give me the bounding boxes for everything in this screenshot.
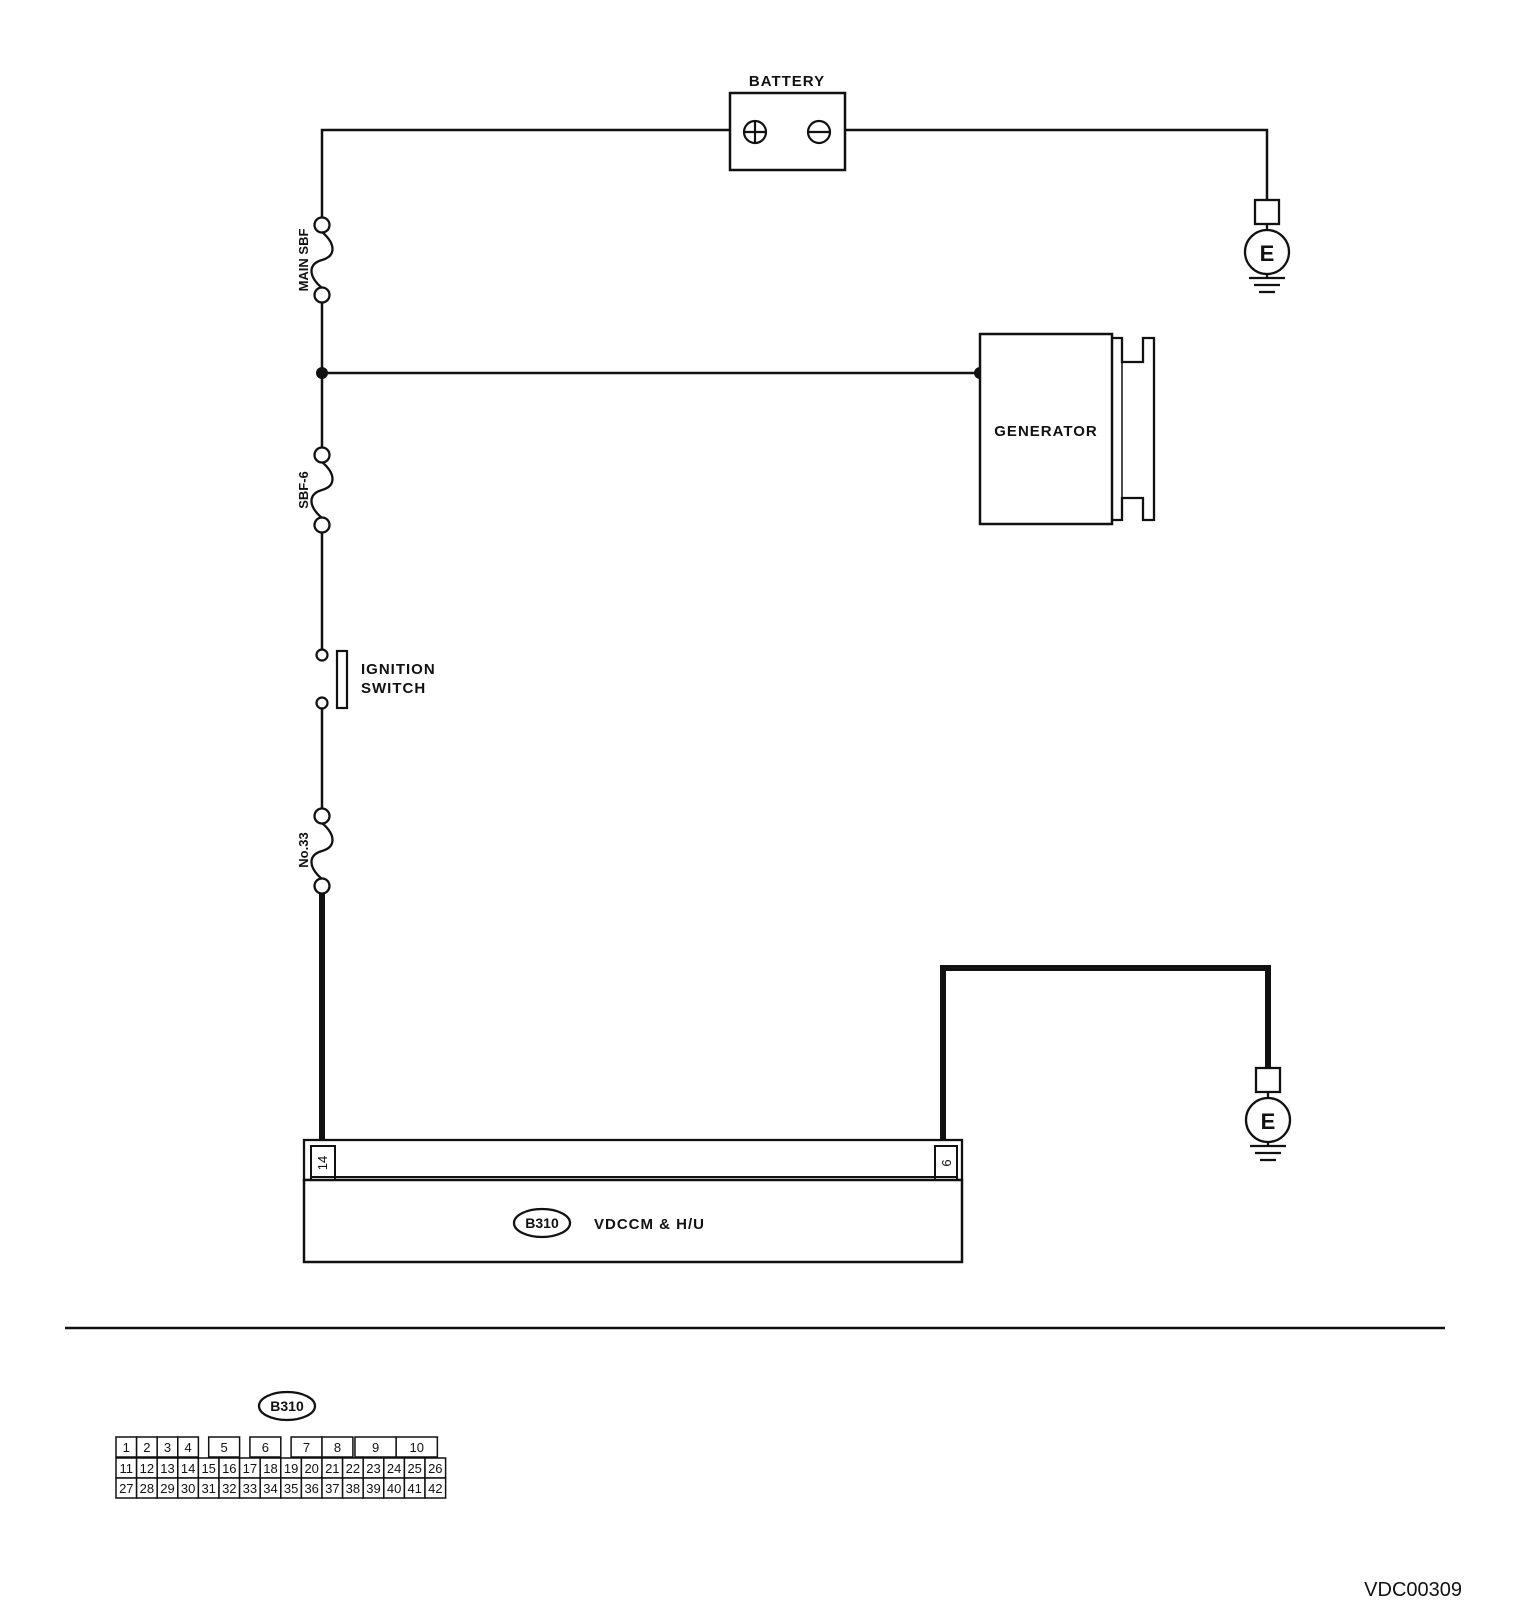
thick-wires	[319, 892, 1271, 1140]
pin-number: 39	[366, 1481, 380, 1496]
pin-number: 31	[201, 1481, 215, 1496]
pin-number: 12	[140, 1461, 154, 1476]
pin-number: 5	[221, 1440, 228, 1455]
wire-pin6-to-ground	[940, 965, 1271, 1140]
pin-number: 24	[387, 1461, 401, 1476]
pin-number: 23	[366, 1461, 380, 1476]
main-sbf-label: MAIN SBF	[296, 229, 311, 292]
generator-pulley-icon	[1112, 336, 1156, 522]
generator-label: GENERATOR	[994, 423, 1097, 440]
pin-number: 13	[160, 1461, 174, 1476]
pin-number: 33	[243, 1481, 257, 1496]
pin-number: 16	[222, 1461, 236, 1476]
pin-number: 40	[387, 1481, 401, 1496]
pin-number: 27	[119, 1481, 133, 1496]
pin-number: 4	[184, 1440, 191, 1455]
ground-top-label: E	[1260, 241, 1275, 266]
pin-number: 20	[304, 1461, 318, 1476]
module-name: VDCCM & H/U	[594, 1216, 705, 1233]
battery-plus-icon	[742, 119, 768, 145]
pin-number: 14	[181, 1461, 195, 1476]
pin-number: 3	[164, 1440, 171, 1455]
pin-number: 28	[140, 1481, 154, 1496]
pin-number: 29	[160, 1481, 174, 1496]
chart-connector-badge	[257, 1390, 317, 1422]
pin-number: 36	[304, 1481, 318, 1496]
pin-number: 41	[407, 1481, 421, 1496]
battery-minus-icon	[806, 119, 832, 145]
pin-number: 42	[428, 1481, 442, 1496]
module-connector-id: B310	[525, 1215, 559, 1231]
chart-connector-id: B310	[270, 1398, 304, 1414]
pin-cell	[321, 1436, 354, 1458]
pin-number: 11	[120, 1461, 134, 1476]
diagram-code: VDC00309	[1364, 1579, 1462, 1601]
pin-number: 8	[334, 1440, 341, 1455]
thin-wires	[320, 128, 1269, 812]
fuse-33-label: No.33	[296, 832, 311, 867]
wire-battery-negative	[845, 128, 1269, 200]
pin-6-label: 6	[939, 1159, 954, 1166]
pin-number: 1	[123, 1440, 130, 1455]
ground-top: E	[1243, 198, 1291, 294]
pin-number: 37	[325, 1481, 339, 1496]
pin-number: 30	[181, 1481, 195, 1496]
fuse-33: No.33	[296, 807, 334, 895]
battery: BATTERY	[728, 73, 847, 172]
pin-number: 38	[346, 1481, 360, 1496]
pin-cell	[395, 1436, 439, 1458]
module-connector-strip	[302, 1138, 964, 1182]
vdccm-module: 14 6 B310 VDCCM & H/U	[302, 1138, 964, 1264]
pin-number: 26	[428, 1461, 442, 1476]
pin-number: 25	[407, 1461, 421, 1476]
pin-number: 6	[262, 1440, 269, 1455]
pin-14-label: 14	[315, 1156, 330, 1170]
pin-number: 18	[263, 1461, 277, 1476]
module-connector-badge	[512, 1207, 572, 1239]
generator-body	[978, 332, 1114, 526]
pin-cell	[177, 1436, 200, 1458]
generator: GENERATOR	[978, 332, 1156, 526]
pin-number: 9	[372, 1440, 379, 1455]
pin-number: 21	[325, 1461, 339, 1476]
module-body	[302, 1178, 964, 1264]
ground-bottom: E	[1244, 1066, 1292, 1162]
pin-cell	[207, 1436, 241, 1458]
pin-cell	[424, 1477, 447, 1499]
pin-number: 34	[263, 1481, 277, 1496]
ignition-switch-lever	[335, 649, 349, 710]
pin-cell	[249, 1436, 282, 1458]
pin-number: 17	[243, 1461, 257, 1476]
pin-number: 10	[410, 1440, 424, 1455]
junction-dot	[316, 367, 328, 379]
ground-bottom-label: E	[1261, 1109, 1276, 1134]
ignition-switch-label-2: SWITCH	[361, 680, 426, 697]
pin-number: 15	[201, 1461, 215, 1476]
pin-number: 2	[143, 1440, 150, 1455]
pin-number: 35	[284, 1481, 298, 1496]
pin-number: 22	[346, 1461, 360, 1476]
sbf6-label: SBF-6	[296, 471, 311, 509]
ignition-switch-label-1: IGNITION	[361, 661, 436, 678]
main-sbf-fuse: MAIN SBF	[296, 216, 334, 304]
sbf6-fuse: SBF-6	[296, 446, 334, 534]
ignition-switch: IGNITION SWITCH	[315, 648, 436, 710]
pin-number: 19	[284, 1461, 298, 1476]
battery-label: BATTERY	[749, 73, 825, 90]
wire-battery-positive	[320, 128, 730, 218]
pin-14-box	[310, 1145, 336, 1181]
pin-number: 7	[303, 1440, 310, 1455]
pin-number: 32	[222, 1481, 236, 1496]
